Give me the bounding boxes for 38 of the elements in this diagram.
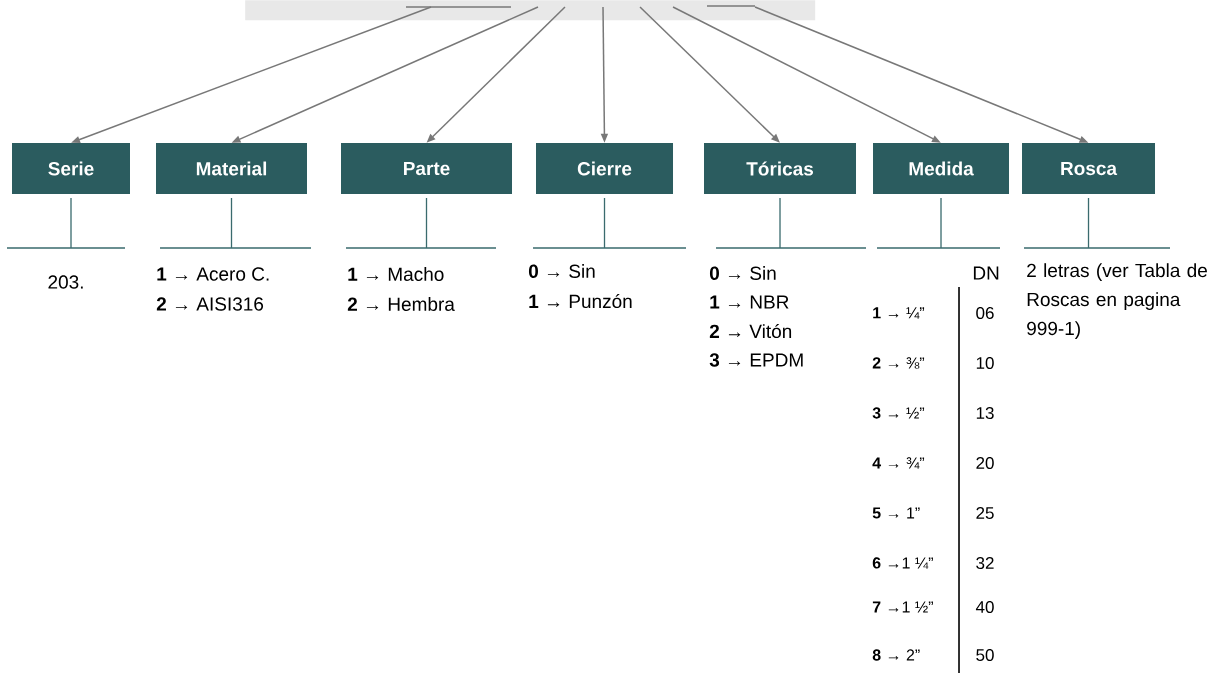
option-text: 2 → Hembra: [347, 297, 455, 311]
option-text: 1 → Acero C.: [157, 267, 269, 281]
table-cell: 20: [976, 457, 994, 470]
header-box: Material: [156, 143, 307, 194]
option-text: 4 → ¾”: [872, 457, 925, 469]
option-text: 5 → 1”: [872, 507, 920, 519]
header-box: Parte: [341, 143, 512, 194]
table-cell: 32: [976, 557, 994, 570]
table-cell: 50: [976, 649, 994, 662]
value-text: 203.: [48, 275, 83, 289]
option-text: 6 →1 ¼”: [872, 557, 933, 569]
option-text: 7 →1 ½”: [872, 601, 933, 613]
option-text: 2 → ⅜”: [872, 357, 925, 369]
header-box: Tóricas: [704, 143, 856, 194]
column-heading: DN: [973, 266, 999, 280]
option-text: 2 → AISI316: [156, 297, 264, 311]
header-box: Cierre: [536, 143, 673, 194]
table-cell: 40: [975, 601, 994, 614]
option-text: 0 → Sin: [528, 264, 595, 278]
option-text: 1 → Punzón: [529, 293, 632, 309]
option-text: 3 → ½”: [872, 407, 925, 419]
header-box: Serie: [12, 143, 130, 194]
option-text: 2 → Vitón: [709, 323, 792, 339]
option-text: 1 → ¼”: [873, 307, 925, 319]
option-text: 0 → Sin: [709, 266, 776, 280]
header-box: Rosca: [1022, 143, 1155, 194]
arrow: [639, 6, 780, 143]
option-text: 1 → Macho: [348, 267, 444, 281]
table-cell: 13: [976, 407, 994, 420]
table-cell: 25: [976, 507, 994, 520]
option-text: 1 → NBR: [710, 295, 789, 309]
header-band: [245, 0, 816, 21]
header-box: Medida: [873, 143, 1009, 194]
note-text: 2 letras (ver Tabla de Roscas en pagina 999-1): [1027, 263, 1207, 339]
table-cell: 06: [976, 307, 994, 320]
table-cell: 10: [976, 357, 994, 370]
option-text: 8 → 2”: [872, 649, 920, 661]
option-text: 3 → EPDM: [709, 353, 803, 367]
